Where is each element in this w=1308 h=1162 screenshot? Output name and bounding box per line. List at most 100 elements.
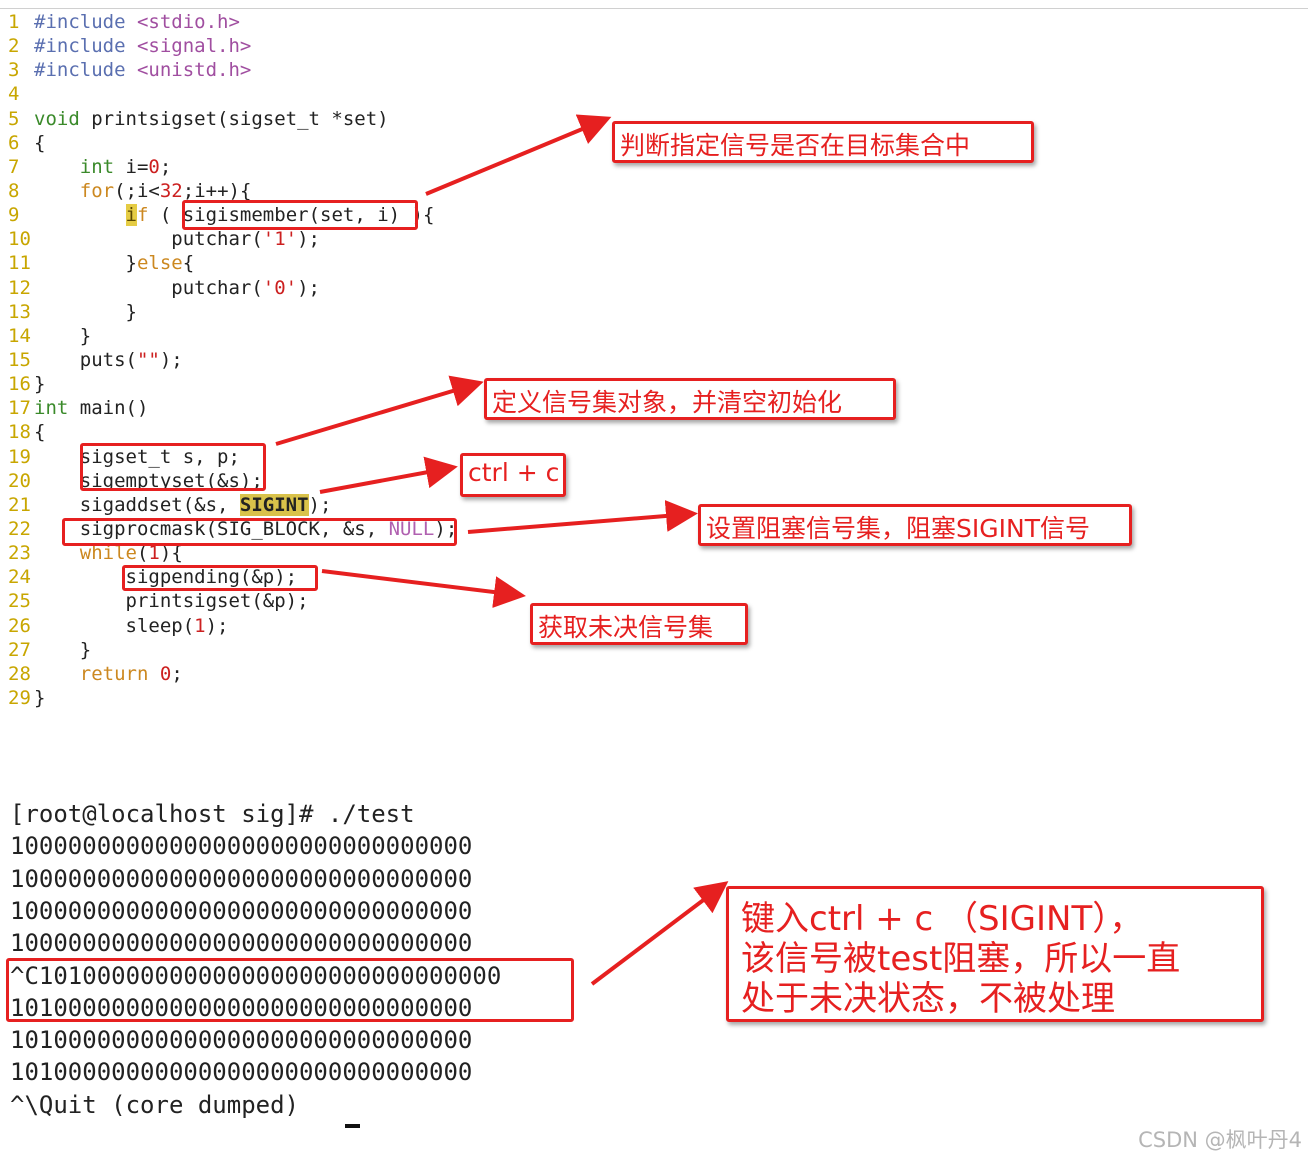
code-token: f <box>136 204 149 227</box>
code-line: 16} <box>0 372 45 396</box>
line-number: 6 <box>8 131 20 154</box>
code-line: 2#include <signal.h> <box>0 34 251 58</box>
terminal-output-line: 10000000000000000000000000000000 <box>10 929 473 958</box>
code-text: sigpending(&p); <box>34 565 298 589</box>
arrow-sigprocmask <box>467 499 698 534</box>
code-editor[interactable]: 1#include <stdio.h>2#include <signal.h>3… <box>0 10 1308 730</box>
code-text: #include <stdio.h> <box>34 10 240 34</box>
code-text: sigset_t s, p; <box>34 445 240 469</box>
code-line: 22 sigprocmask(SIG_BLOCK, &s, NULL); <box>0 517 457 541</box>
note-ctrl-c: ctrl + c <box>460 453 566 497</box>
line-number: 19 <box>8 445 31 468</box>
line-number: 18 <box>8 421 31 444</box>
code-line: 12 putchar('0'); <box>0 276 320 300</box>
code-line: 14 } <box>0 324 91 348</box>
note-terminal-line-2: 该信号被test阻塞，所以一直 <box>741 939 1181 979</box>
code-token: NULL <box>388 517 435 540</box>
code-text: puts(""); <box>34 348 183 372</box>
note-sigset-declaration: 定义信号集对象，并清空初始化 <box>484 378 896 420</box>
code-token: while <box>79 542 137 565</box>
code-token: ); <box>297 276 320 299</box>
code-token: '1' <box>262 228 298 251</box>
arrow-sigset-declaration <box>275 375 484 446</box>
code-token: 1 <box>148 542 160 565</box>
code-text: putchar('1'); <box>34 227 320 251</box>
highlight-sigismember <box>182 200 418 230</box>
code-token: <unistd.h> <box>136 59 252 82</box>
code-token: #include <box>34 59 137 82</box>
line-number: 7 <box>8 155 20 178</box>
code-token: "" <box>136 348 160 371</box>
highlight-sigprocmask <box>62 518 457 546</box>
line-number: 23 <box>8 542 31 565</box>
code-token: } <box>34 252 137 275</box>
line-number: 5 <box>8 107 20 130</box>
code-token: main() <box>68 397 149 420</box>
code-token: #include <box>34 11 137 33</box>
code-text: sigprocmask(SIG_BLOCK, &s, NULL); <box>34 517 458 541</box>
code-text: { <box>34 420 45 444</box>
line-number: 8 <box>8 179 20 202</box>
line-number: 14 <box>8 324 31 347</box>
watermark: CSDN @枫叶丹4 <box>1138 1128 1302 1152</box>
code-line: 27 } <box>0 638 91 662</box>
code-text: } <box>34 324 91 348</box>
code-text: sigemptyset(&s); <box>34 469 263 493</box>
note-terminal-line-3: 处于未决状态，不被处理 <box>741 979 1115 1019</box>
code-token: '0' <box>262 276 298 299</box>
code-text: sigaddset(&s, SIGINT); <box>34 493 331 517</box>
code-text: } <box>34 300 137 324</box>
code-token: <stdio.h> <box>136 11 240 33</box>
code-line: 15 puts(""); <box>0 348 183 372</box>
code-token: 0 <box>148 155 160 178</box>
terminal-output-line: 10000000000000000000000000000000 <box>10 864 473 893</box>
code-line: 7 int i=0; <box>0 155 171 179</box>
code-token: ( <box>136 542 149 565</box>
line-number: 1 <box>8 11 20 33</box>
code-text: sleep(1); <box>34 614 229 638</box>
code-text: { <box>34 131 45 155</box>
terminal-output-line: ^C10100000000000000000000000000000 <box>10 961 502 990</box>
line-number: 2 <box>8 35 20 58</box>
code-token: sigpending(&p); <box>34 566 298 589</box>
terminal-prompt: [root@localhost sig]# ./test <box>10 800 415 828</box>
code-text: printsigset(&p); <box>34 589 309 613</box>
line-number: 12 <box>8 276 31 299</box>
code-token: sleep( <box>34 614 195 637</box>
code-line: 28 return 0; <box>0 662 183 686</box>
arrow-sigismember <box>425 114 612 196</box>
code-line: 24 sigpending(&p); <box>0 565 297 589</box>
terminal-output-line: 10100000000000000000000000000000 <box>10 1026 473 1055</box>
line-number: 3 <box>8 59 20 82</box>
code-token: ); <box>205 614 229 637</box>
code-text: return 0; <box>34 662 183 686</box>
top-divider <box>0 8 1308 9</box>
line-number: 13 <box>8 300 31 323</box>
code-token: <signal.h> <box>136 35 252 58</box>
line-number: 27 <box>8 638 31 661</box>
note-terminal-explanation: 键入ctrl + c （SIGINT）， 该信号被test阻塞，所以一直 处于未… <box>726 886 1264 1022</box>
code-token: printsigset(&p); <box>34 590 309 613</box>
terminal-output-line: ^\Quit (core dumped) <box>10 1090 299 1119</box>
code-token: putchar( <box>34 276 263 299</box>
code-text: putchar('0'); <box>34 276 320 300</box>
code-line: 8 for(;i<32;i++){ <box>0 179 251 203</box>
terminal-output[interactable]: [root@localhost sig]# ./test 100000000000… <box>0 798 1308 1162</box>
code-token: ; <box>159 155 172 178</box>
code-text: } <box>34 372 45 396</box>
line-number: 15 <box>8 348 31 371</box>
highlight-ctrl-c-output <box>6 958 574 1022</box>
code-text: for(;i<32;i++){ <box>34 179 252 203</box>
line-number: 21 <box>8 493 31 516</box>
highlight-sigpending <box>122 565 318 591</box>
code-token: void <box>34 107 80 130</box>
code-text: int i=0; <box>34 155 172 179</box>
code-token: { <box>34 131 46 154</box>
code-token: sigset_t s, p; <box>34 445 240 468</box>
code-token: int <box>79 155 115 178</box>
line-number: 17 <box>8 397 31 420</box>
code-token: (;i< <box>114 179 160 202</box>
code-text: }else{ <box>34 251 195 275</box>
